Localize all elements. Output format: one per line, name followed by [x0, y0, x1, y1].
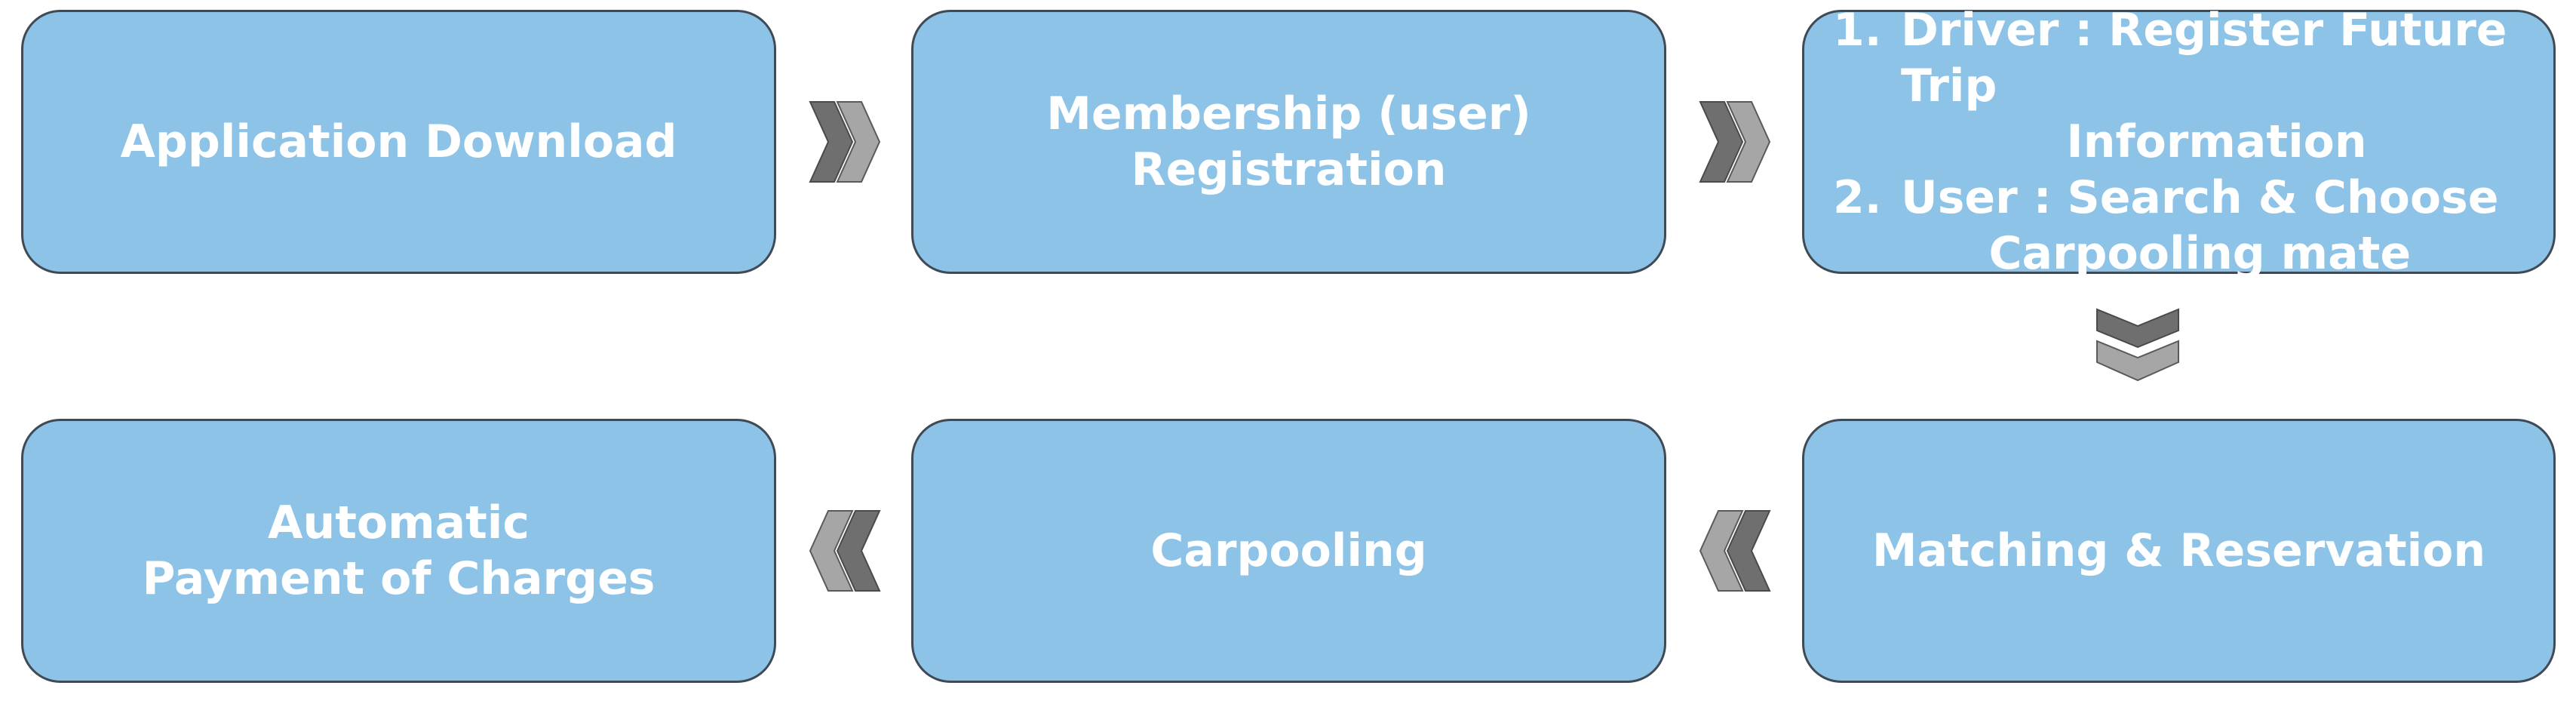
chevron-right-icon [809, 101, 881, 183]
step-list: 1. Driver : Register Future Trip Informa… [1833, 2, 2532, 281]
chevron-left-icon [1699, 510, 1771, 592]
list-text: Carpooling mate [1988, 227, 2412, 280]
step-application-download: Application Download [21, 10, 776, 274]
list-text: Information [2066, 115, 2367, 168]
chevron-down-icon [2096, 308, 2179, 382]
step-label: Automatic [268, 496, 530, 549]
step-label: Matching & Reservation [1871, 524, 2486, 577]
list-item: 1. Driver : Register Future Trip Informa… [1833, 2, 2532, 170]
list-number: 1. [1833, 4, 1882, 57]
step-trip-registration-search: 1. Driver : Register Future Trip Informa… [1802, 4, 2556, 280]
list-text: Driver : Register Future Trip [1901, 4, 2507, 112]
step-membership-registration: Membership (user) Registration [911, 10, 1666, 274]
step-label: Registration [1131, 143, 1447, 196]
step-carpooling: Carpooling [911, 419, 1666, 683]
list-number: 2. [1833, 171, 1882, 224]
step-matching-reservation: Matching & Reservation [1802, 419, 2556, 683]
step-label: Payment of Charges [142, 552, 656, 605]
list-item: 2. User : Search & Choose Carpooling mat… [1833, 170, 2532, 281]
chevron-right-icon [1699, 101, 1771, 183]
chevron-left-icon [809, 510, 881, 592]
step-automatic-payment: Automatic Payment of Charges [21, 419, 776, 683]
step-label: Membership (user) [1046, 88, 1531, 140]
step-label: Carpooling [1150, 524, 1427, 577]
list-text: User : Search & Choose [1901, 171, 2499, 224]
step-label: Application Download [120, 115, 677, 168]
